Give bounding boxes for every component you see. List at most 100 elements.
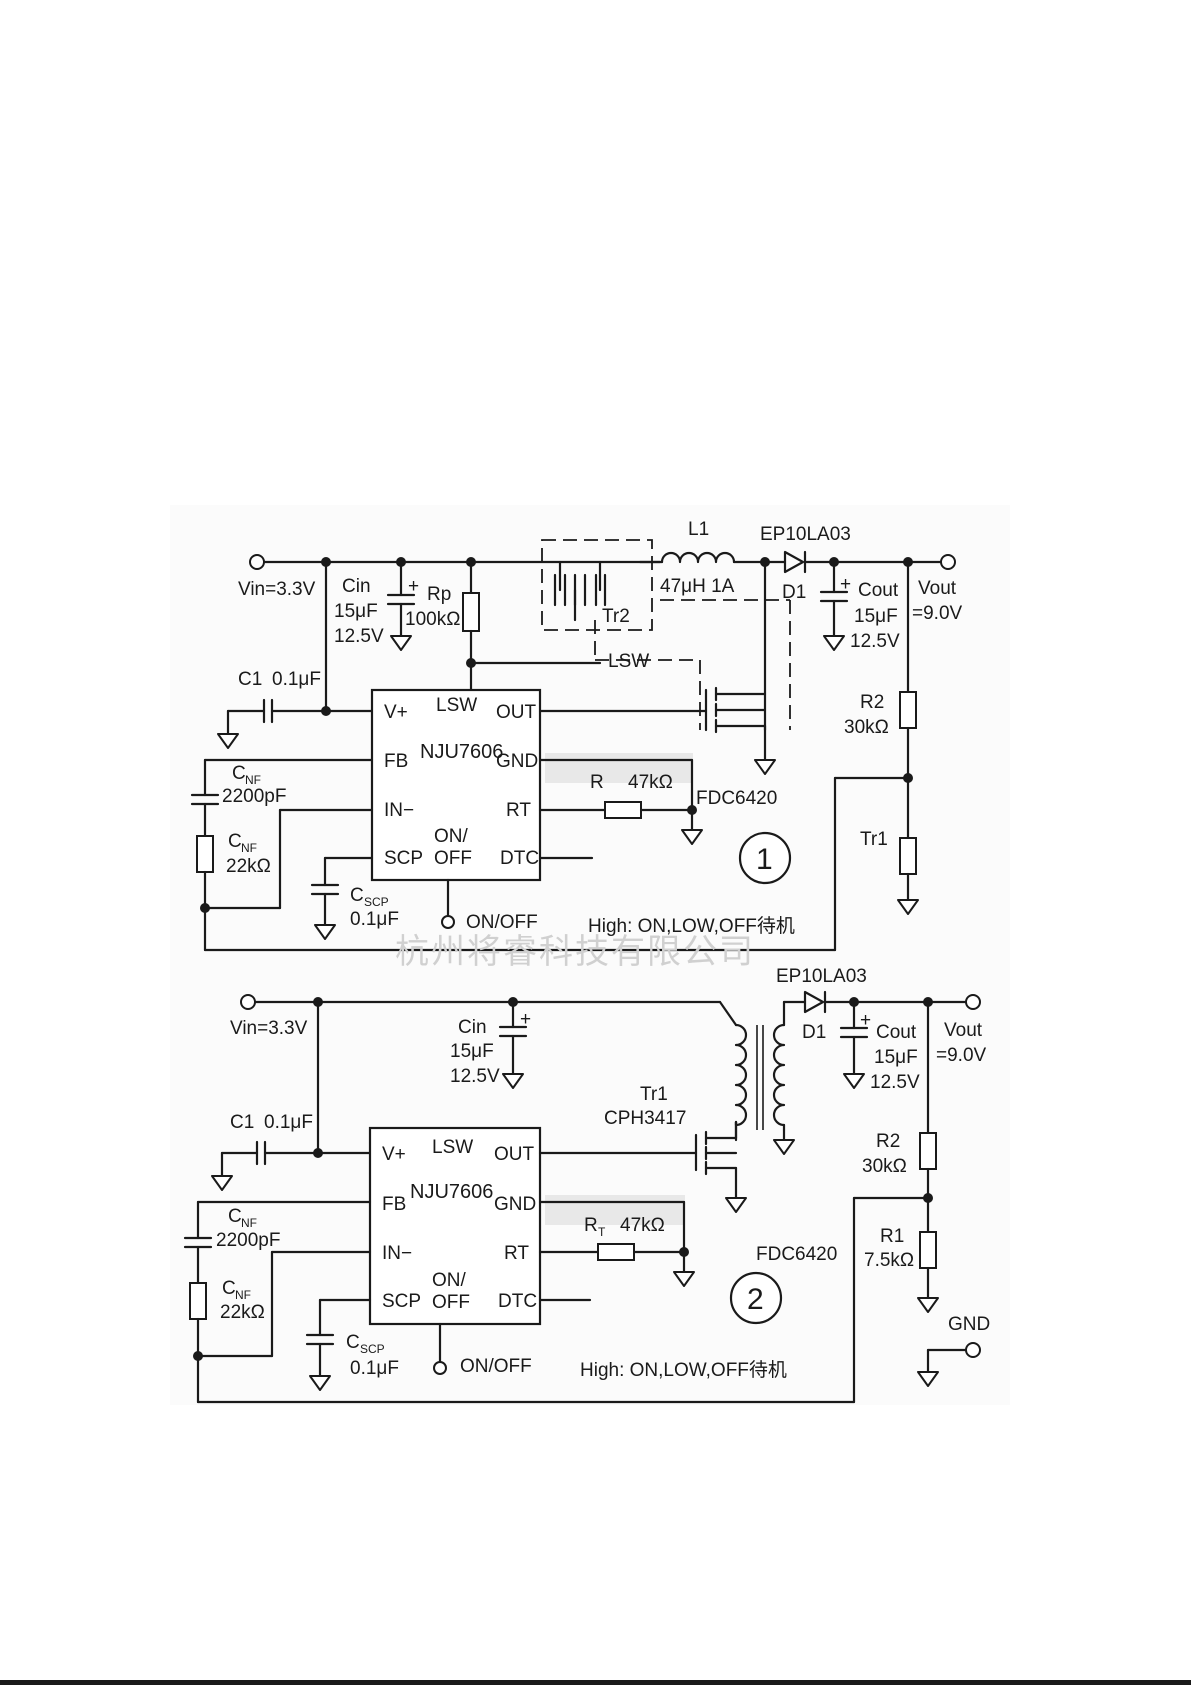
cnf-cap-sub-2: NF <box>241 1216 257 1230</box>
fdc-label-2: FDC6420 <box>756 1244 837 1265</box>
pin-dtc-2: DTC <box>498 1291 537 1312</box>
tr1-resistor <box>897 837 919 915</box>
lsw-net-label: LSW <box>608 651 649 672</box>
cnf-res-sub: NF <box>241 841 257 855</box>
rt-value-2: 47kΩ <box>620 1215 665 1236</box>
cnf-res-value: 22kΩ <box>226 856 271 877</box>
tr1-mosfet-2 <box>694 1120 747 1213</box>
pin-lsw-2: LSW <box>432 1137 473 1158</box>
rp-value: 100kΩ <box>405 609 460 630</box>
cscp-name: C <box>350 885 364 906</box>
svg-text:+: + <box>408 576 419 597</box>
transformer <box>718 1000 795 1155</box>
cin-voltage-2: 12.5V <box>450 1066 500 1087</box>
pin-vplus-2: V+ <box>382 1144 406 1165</box>
pin-scp: SCP <box>384 848 423 869</box>
watermark: 杭州将睿科技有限公司 <box>395 932 755 972</box>
cscp-value: 0.1μF <box>350 909 399 930</box>
cscp-sub-2: SCP <box>360 1342 385 1356</box>
onoff-label-2: ON/OFF <box>460 1356 532 1377</box>
note-1: High: ON,LOW,OFF待机 <box>588 915 795 937</box>
gnd-terminal-2 <box>965 1342 981 1358</box>
rt-value: 47kΩ <box>628 772 673 793</box>
circuit-1-number: 1 <box>756 843 773 876</box>
cscp-name-2: C <box>346 1332 360 1353</box>
cscp-sub: SCP <box>364 895 389 909</box>
circuit-2-number: 2 <box>747 1283 764 1316</box>
pin-rt: RT <box>506 800 531 821</box>
rp-resistor <box>462 560 602 692</box>
vout-value: =9.0V <box>912 603 963 624</box>
tr1-label: Tr1 <box>860 829 888 850</box>
pin-off: OFF <box>434 848 472 869</box>
c1-value: 0.1μF <box>272 669 321 690</box>
d1-part-2: EP10LA03 <box>776 966 867 987</box>
d1-diode-2 <box>782 990 967 1014</box>
cout-capacitor: + <box>819 557 851 651</box>
r2-value: 30kΩ <box>844 717 889 738</box>
cnf-res-sub-2: NF <box>235 1288 251 1302</box>
fdc6420-mosfet <box>704 686 776 775</box>
tr2-mosfet <box>541 539 791 730</box>
vin-terminal <box>249 554 265 570</box>
cnf-cap-sub: NF <box>245 773 261 787</box>
pin-fb: FB <box>384 751 408 772</box>
cout-name: Cout <box>858 580 899 601</box>
rt-name-2: R <box>584 1215 598 1236</box>
c1-capacitor <box>217 698 328 749</box>
cnf-cap-value-2: 2200pF <box>216 1230 280 1251</box>
scan-area <box>170 505 1010 1405</box>
r2-name: R2 <box>860 692 884 713</box>
page-bottom-edge <box>0 1680 1191 1685</box>
onoff-label-1: ON/OFF <box>466 912 538 933</box>
fdc-label: FDC6420 <box>696 788 777 809</box>
cout-voltage-2: 12.5V <box>870 1072 920 1093</box>
l1-inductor <box>638 551 787 564</box>
r1-value-2: 7.5kΩ <box>864 1250 914 1271</box>
tr1-part-2: CPH3417 <box>604 1108 686 1129</box>
circuit-2-marker <box>729 1271 783 1325</box>
l1-name: L1 <box>688 519 709 540</box>
vin-terminal-2 <box>240 994 256 1010</box>
pin-on: ON/ <box>434 826 469 847</box>
pin-lsw: LSW <box>436 695 477 716</box>
cin-name: Cin <box>342 576 371 597</box>
cscp-value-2: 0.1μF <box>350 1358 399 1379</box>
pin-out: OUT <box>496 702 537 723</box>
vout-terminal-2 <box>965 994 981 1010</box>
rt-sub-2: T <box>598 1225 606 1239</box>
vout-name-2: Vout <box>944 1020 983 1041</box>
ic-name-2: NJU7606 <box>410 1181 493 1203</box>
c1-value-2: 0.1μF <box>264 1112 313 1133</box>
d1-diode <box>763 550 912 732</box>
r1-name-2: R1 <box>880 1226 904 1247</box>
cout-value-2: 15μF <box>874 1047 918 1068</box>
circuit-1: Vin=3.3V + Cin 15μF 12.5V Rp 100kΩ <box>190 519 963 952</box>
onoff-terminal-2 <box>433 1361 447 1375</box>
d1-part: EP10LA03 <box>760 524 851 545</box>
svg-text:+: + <box>860 1010 871 1031</box>
pin-off-2: OFF <box>432 1292 470 1313</box>
r2-name-2: R2 <box>876 1131 900 1152</box>
c1-name-2: C1 <box>230 1112 254 1133</box>
rt-name: R <box>590 772 604 793</box>
pin-in-minus-2: IN− <box>382 1243 412 1264</box>
circuit-1-marker <box>738 831 792 885</box>
cout-name-2: Cout <box>876 1022 917 1043</box>
vin-label: Vin=3.3V <box>238 579 316 600</box>
onoff-terminal-1 <box>441 915 455 929</box>
cin-value-2: 15μF <box>450 1041 494 1062</box>
cout-capacitor-2: + <box>839 997 871 1089</box>
nju7606-ic-2: V+ LSW OUT FB NJU7606 GND IN− RT SCP ON/… <box>368 1126 542 1326</box>
nju7606-ic-1: V+ LSW OUT FB NJU7606 GND IN− RT SCP ON/… <box>370 688 542 882</box>
cnf-res-value-2: 22kΩ <box>220 1302 265 1323</box>
cnf-cap-name: C <box>232 763 246 784</box>
pin-scp-2: SCP <box>382 1291 421 1312</box>
pin-dtc: DTC <box>500 848 539 869</box>
cin-capacitor: + <box>386 560 419 651</box>
pin-out-2: OUT <box>494 1144 535 1165</box>
vin-label-2: Vin=3.3V <box>230 1018 308 1039</box>
d1-name: D1 <box>782 582 806 603</box>
cin-voltage: 12.5V <box>334 626 384 647</box>
